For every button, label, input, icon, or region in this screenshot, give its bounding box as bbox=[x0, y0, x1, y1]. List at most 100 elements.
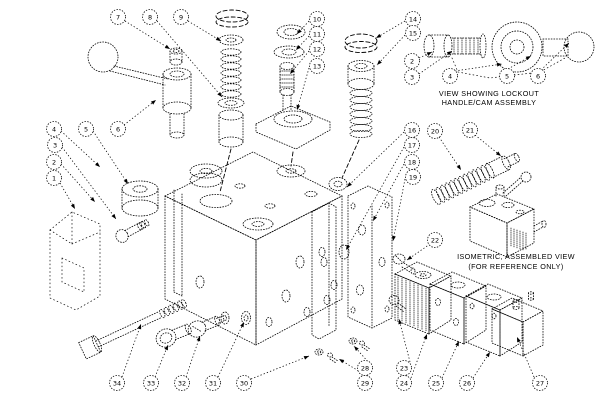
balloon-16: 16 bbox=[404, 122, 420, 138]
balloon-label: 2 bbox=[410, 57, 414, 65]
balloon-circle bbox=[109, 375, 125, 391]
balloon-view-6: 6 bbox=[530, 68, 546, 84]
leader-arrowhead bbox=[240, 322, 244, 328]
balloon-label: 19 bbox=[409, 173, 417, 181]
balloon-30: 30 bbox=[236, 375, 252, 391]
part-spring-a bbox=[220, 48, 242, 98]
balloon-circle bbox=[78, 121, 94, 137]
balloon-label: 22 bbox=[431, 236, 439, 244]
balloon-31: 31 bbox=[205, 375, 221, 391]
part-side-plate-1 bbox=[311, 202, 337, 340]
balloon-circle bbox=[357, 375, 373, 391]
balloon-label: 8 bbox=[148, 13, 152, 21]
part-side-plate-2 bbox=[347, 185, 393, 329]
part-threaded-stud bbox=[431, 153, 520, 205]
leader-arrowhead bbox=[164, 345, 168, 351]
balloon-label: 32 bbox=[178, 379, 186, 387]
balloon-label: 10 bbox=[313, 15, 321, 23]
balloon-18: 18 bbox=[404, 154, 420, 170]
balloon-34: 34 bbox=[109, 375, 125, 391]
balloon-circle bbox=[110, 121, 126, 137]
balloon-13: 13 bbox=[309, 58, 325, 74]
leader-arrowhead bbox=[164, 44, 170, 49]
balloon-label: 30 bbox=[240, 379, 248, 387]
balloon-label: 29 bbox=[361, 379, 369, 387]
balloon-29: 29 bbox=[357, 375, 373, 391]
balloon-circle bbox=[404, 137, 420, 153]
balloon-circle bbox=[396, 375, 412, 391]
leader-arrowhead bbox=[373, 215, 378, 221]
balloon-label: 4 bbox=[52, 125, 56, 133]
part-plate-gasket bbox=[394, 261, 452, 335]
part-cap-dashed bbox=[215, 9, 249, 28]
leader-arrowhead bbox=[455, 341, 459, 347]
balloon-3: 3 bbox=[47, 137, 63, 153]
balloon-view-5: 5 bbox=[499, 68, 515, 84]
balloon-23: 23 bbox=[396, 360, 412, 376]
balloon-17: 17 bbox=[404, 137, 420, 153]
balloon-circle bbox=[404, 69, 420, 85]
balloon-label: 6 bbox=[116, 125, 120, 133]
leader-arrowhead bbox=[398, 319, 403, 325]
balloon-20: 20 bbox=[427, 123, 443, 139]
leader-arrowhead bbox=[296, 104, 301, 110]
part-handle-lever bbox=[87, 41, 169, 86]
part-plate-3 bbox=[465, 283, 523, 357]
leader-arrowhead bbox=[150, 100, 156, 105]
balloon-label: 26 bbox=[463, 379, 471, 387]
leader-arrowhead bbox=[495, 151, 501, 156]
balloon-circle bbox=[428, 375, 444, 391]
balloon-21: 21 bbox=[462, 122, 478, 138]
balloon-circle bbox=[205, 375, 221, 391]
balloon-10: 10 bbox=[309, 11, 325, 27]
balloon-label: 15 bbox=[409, 29, 417, 37]
leader-arrowhead bbox=[407, 255, 413, 260]
balloon-label: 5 bbox=[84, 125, 88, 133]
balloon-label: 5 bbox=[505, 72, 509, 80]
balloon-label: 13 bbox=[313, 62, 321, 70]
balloon-label: 20 bbox=[431, 127, 439, 135]
lockout-caption-line1: VIEW SHOWING LOCKOUT bbox=[439, 89, 539, 98]
leader-arrowhead bbox=[377, 60, 382, 65]
balloon-circle bbox=[173, 9, 189, 25]
leader-arrowhead bbox=[303, 356, 309, 360]
leader-arrowhead bbox=[217, 91, 222, 97]
balloon-label: 27 bbox=[536, 379, 544, 387]
balloon-circle bbox=[174, 375, 190, 391]
leader-arrowhead bbox=[347, 182, 352, 187]
balloon-circle bbox=[405, 25, 421, 41]
balloon-label: 6 bbox=[536, 72, 540, 80]
leader-arrowhead bbox=[90, 197, 95, 202]
balloon-label: 1 bbox=[52, 174, 56, 182]
part-screw-lower bbox=[388, 295, 407, 313]
part-hex-screw bbox=[115, 219, 150, 243]
balloon-circle bbox=[459, 375, 475, 391]
balloon-27: 27 bbox=[532, 375, 548, 391]
part-handle-socket bbox=[162, 67, 192, 139]
balloon-label: 21 bbox=[466, 126, 474, 134]
part-spring-seat bbox=[217, 97, 245, 109]
leader-arrowhead bbox=[95, 162, 100, 167]
balloon-label: 18 bbox=[408, 158, 416, 166]
leader-arrowhead bbox=[496, 62, 502, 67]
part-spring-b bbox=[341, 89, 373, 179]
part-sleeve bbox=[218, 109, 244, 193]
balloon-4: 4 bbox=[46, 121, 62, 137]
part-bonnet-cap-dashed bbox=[344, 33, 378, 53]
part-plug-small bbox=[187, 314, 227, 338]
balloon-28: 28 bbox=[357, 360, 373, 376]
leader-arrowhead bbox=[296, 45, 301, 50]
balloon-circle bbox=[530, 68, 546, 84]
part-set-screw bbox=[169, 47, 183, 66]
balloon-circle bbox=[404, 53, 420, 69]
balloon-label: 11 bbox=[313, 30, 321, 38]
balloon-circle bbox=[143, 375, 159, 391]
balloon-12: 12 bbox=[309, 41, 325, 57]
leader-arrowhead bbox=[111, 213, 116, 219]
part-valve-body bbox=[164, 151, 350, 346]
leader-arrowhead bbox=[354, 346, 359, 351]
leader-arrowhead bbox=[564, 43, 569, 48]
balloon-label: 16 bbox=[408, 126, 416, 134]
leader-lines bbox=[59, 20, 570, 380]
part-bonnet bbox=[347, 60, 375, 90]
